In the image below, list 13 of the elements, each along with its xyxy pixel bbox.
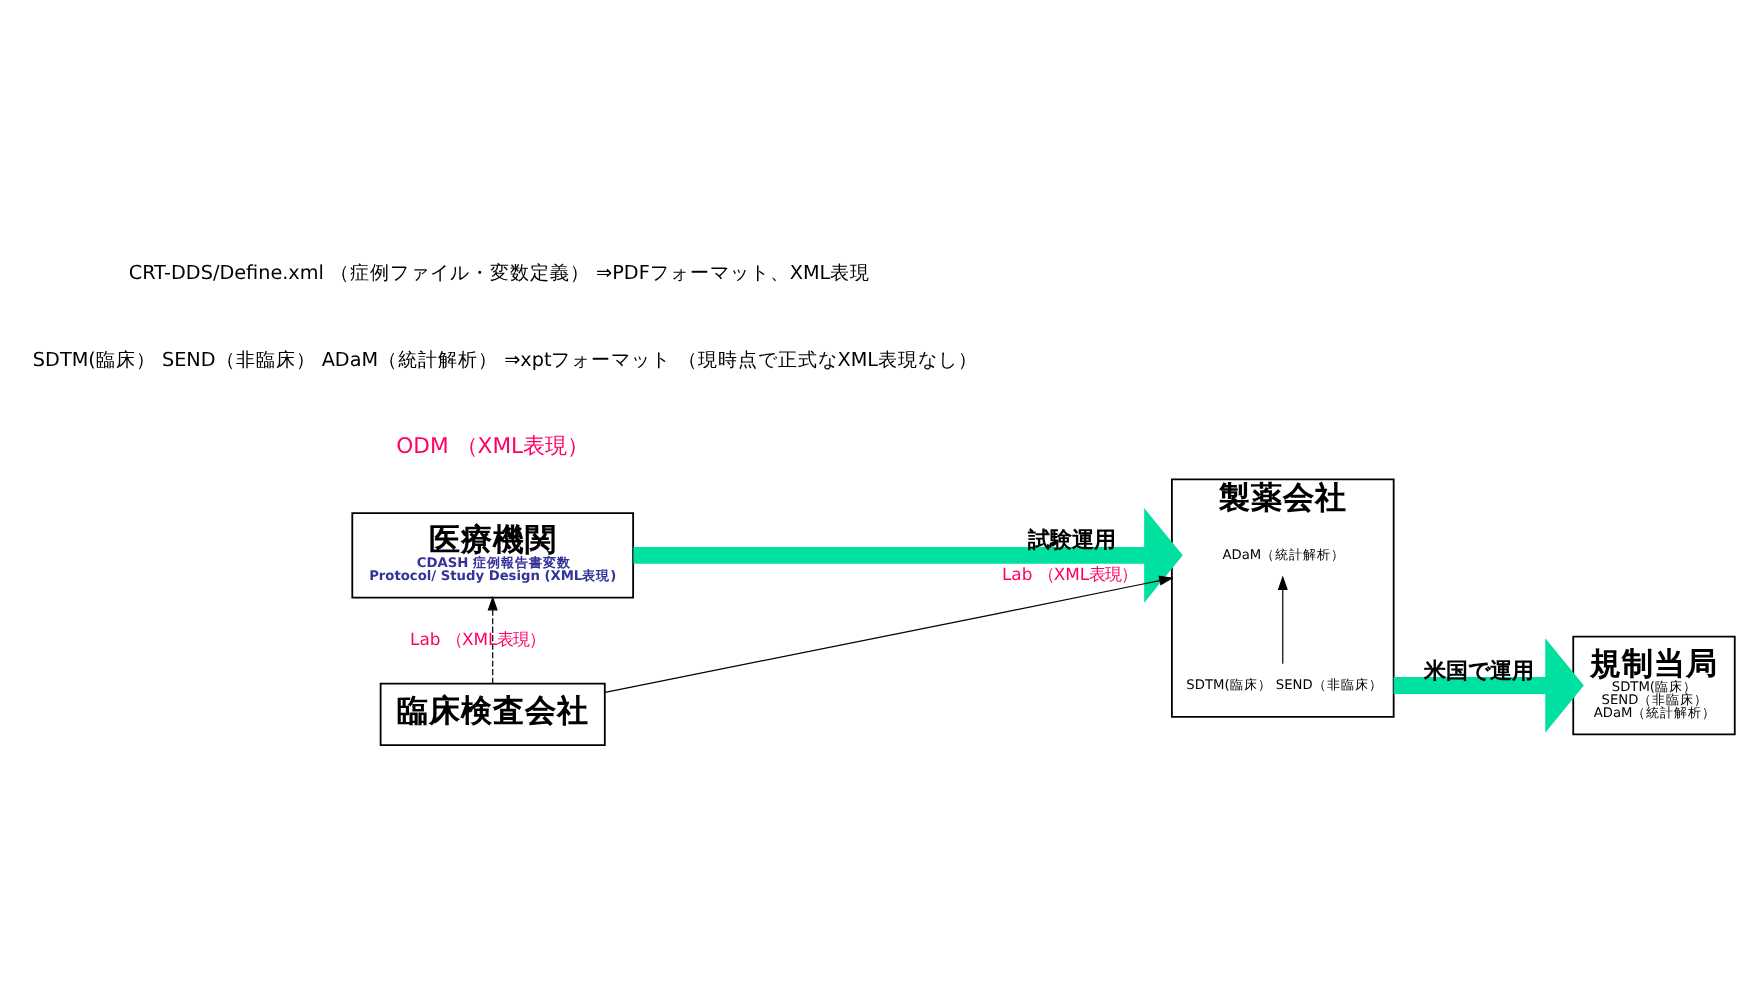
edge-label: Lab （XML表現） [410, 628, 546, 649]
label: SDTM(臨床） SEND（非臨床） ADaM（統計解析） ⇒xptフォーマット （現時点で正式なXML表現なし） [32, 348, 979, 371]
edge-label: 米国で運用 [1423, 656, 1534, 683]
arrow [633, 507, 1183, 602]
label: ODM （XML表現） [396, 432, 590, 459]
node-box: 臨床検査会社 [379, 681, 606, 746]
edge-label: 試験運用 [1027, 526, 1116, 553]
label: CRT-DDS/Define.xml （症例ファイル・変数定義） ⇒PDFフォーマット、XML表現 [128, 262, 871, 285]
arrow [604, 574, 1174, 692]
arrow [1393, 637, 1584, 732]
arrow [1277, 574, 1288, 664]
edge-label: Lab （XML表現） [1001, 562, 1138, 583]
arrow [487, 594, 498, 683]
